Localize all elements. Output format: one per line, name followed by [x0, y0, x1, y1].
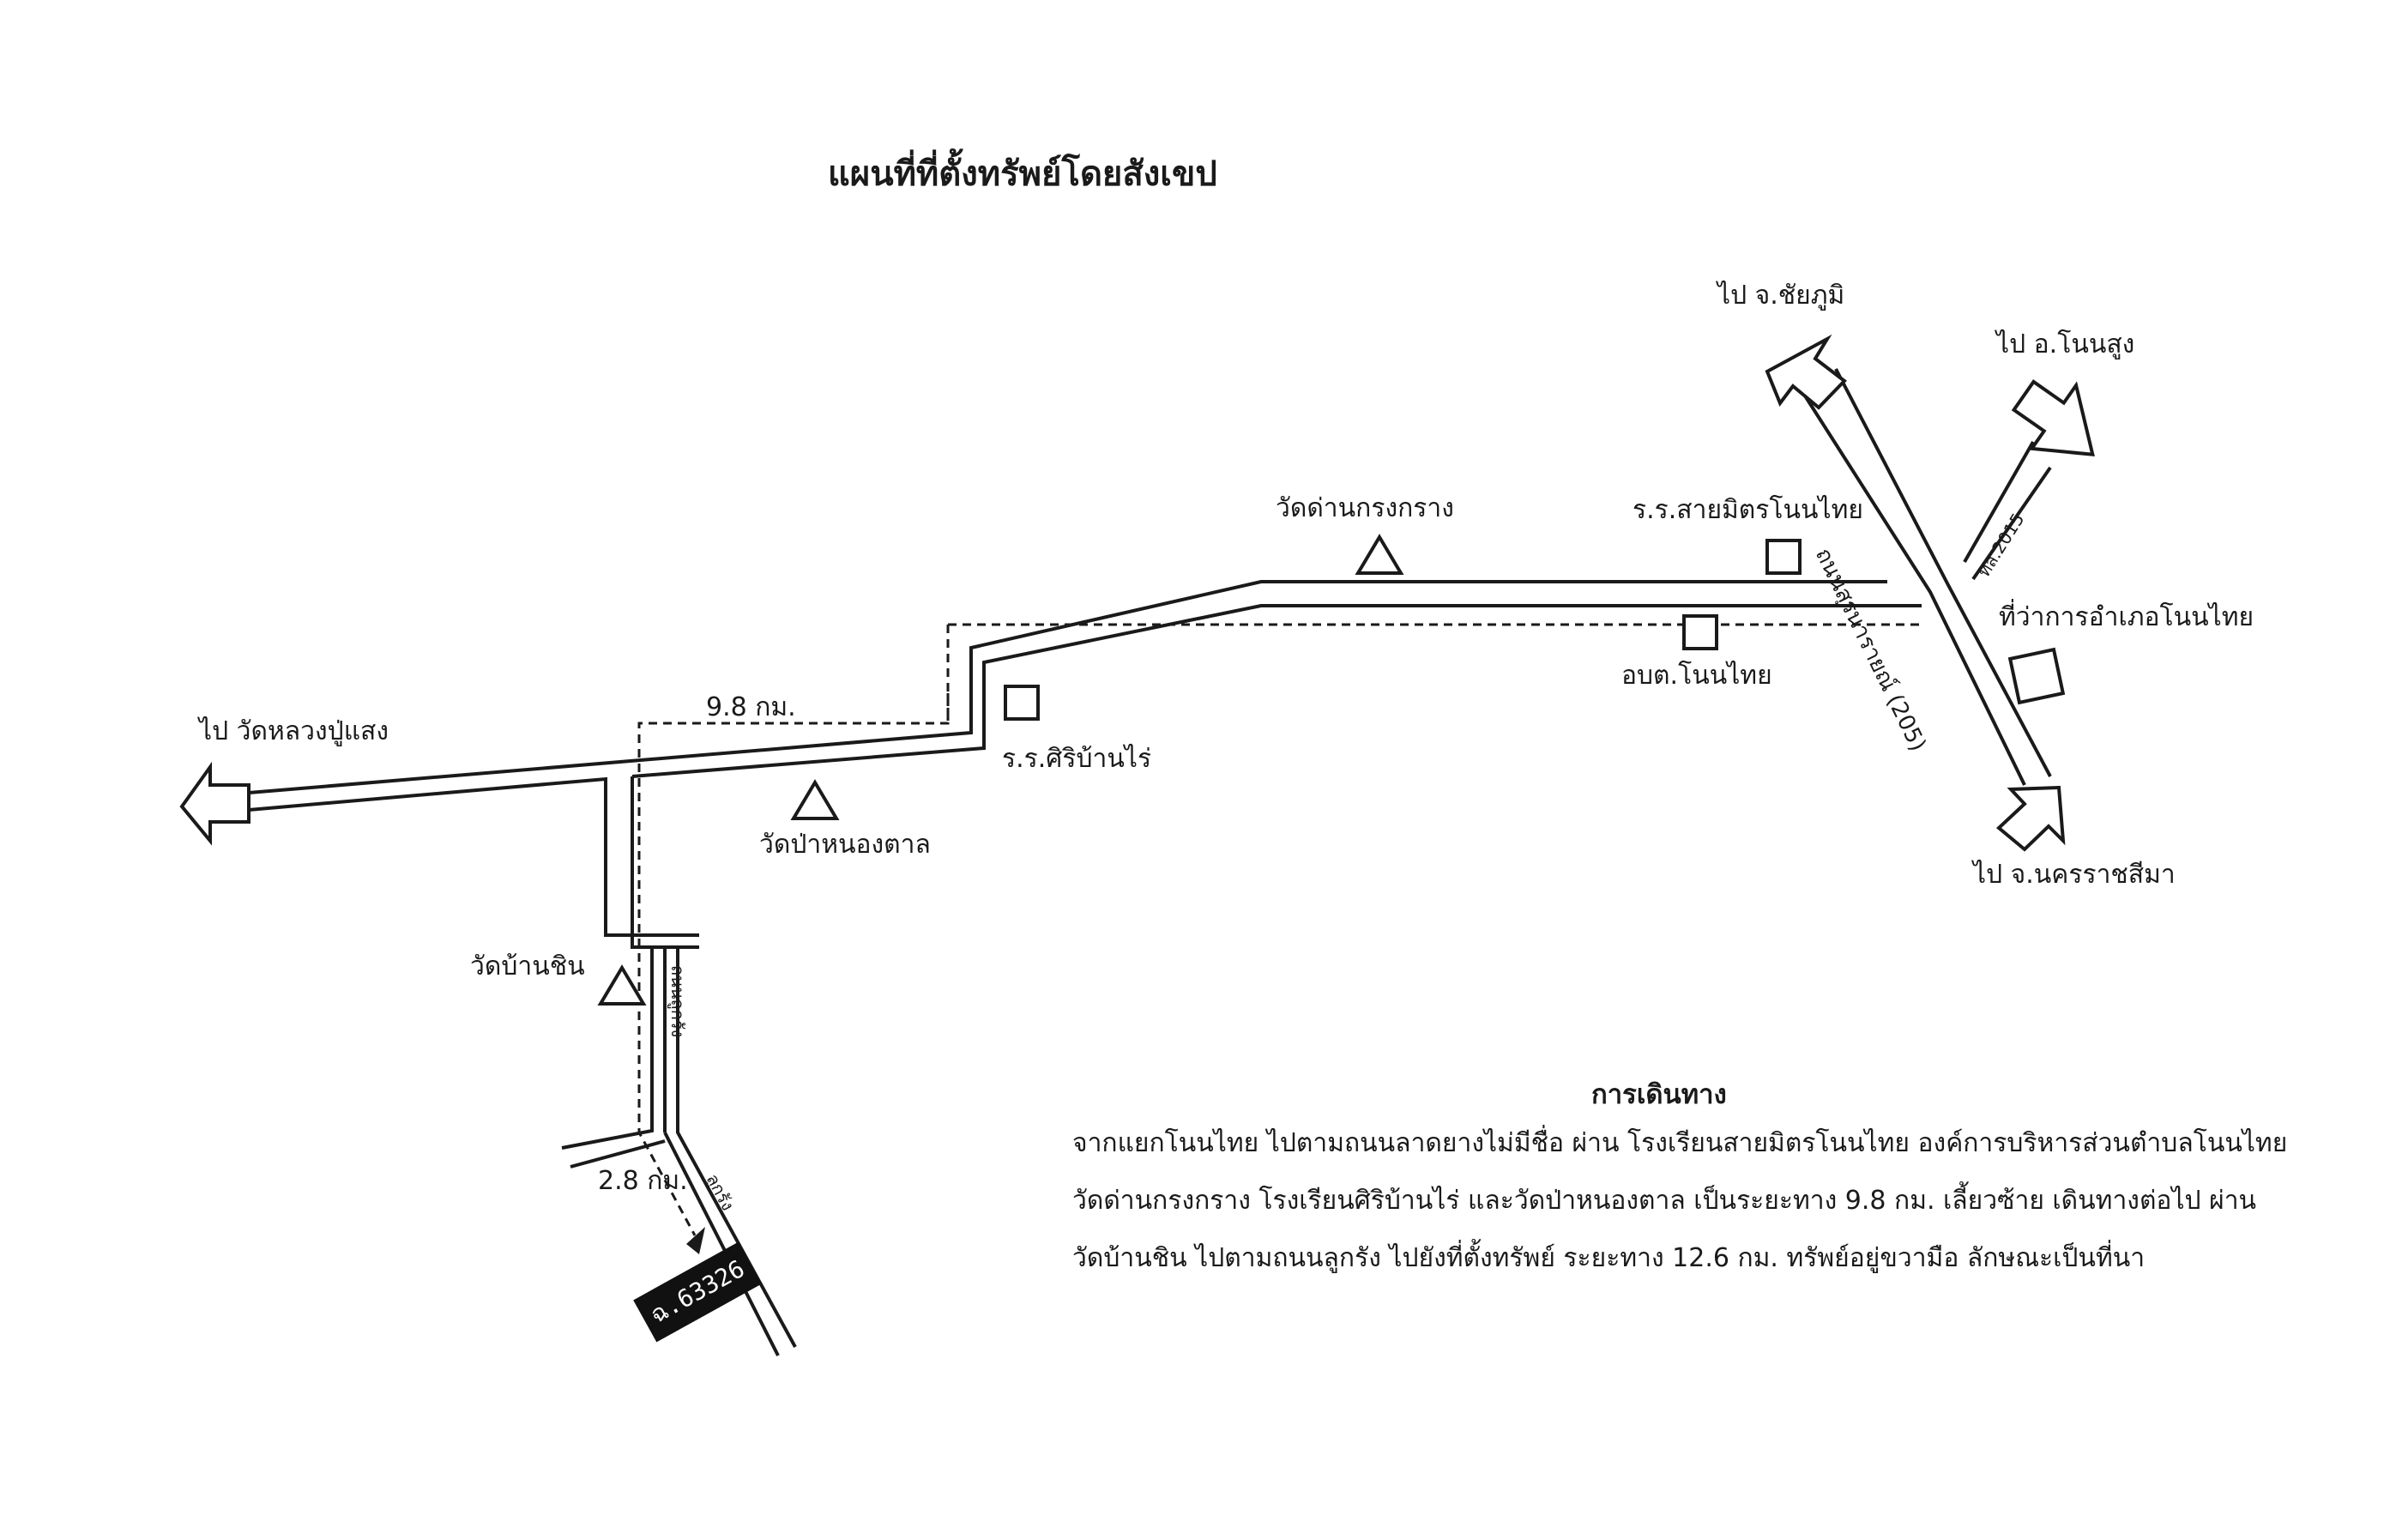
main-road-lower: [248, 776, 699, 937]
temple-icon-panongtan: [790, 779, 840, 820]
dest-nakhonratchasima: ไป จ.นครราชสีมา: [1973, 860, 2176, 890]
label-school-siri: ร.ร.ศิริบ้านไร่: [1002, 744, 1152, 774]
temple-icon-bansin: [597, 964, 647, 1006]
route-2015-road: [1963, 441, 2035, 563]
page-title: แผนที่ที่ตั้งทรัพย์โดยสังเขป: [828, 154, 1217, 194]
main-road-lower-2: [631, 604, 1922, 778]
label-district-office: ที่ว่าการอำเภอโนนไทย: [1999, 602, 2254, 632]
arrow-se-icon: [1995, 785, 2066, 852]
school-icon-saimit: [1765, 539, 1802, 575]
main-road-upper: [248, 580, 1887, 794]
suranarai-road-b: [1834, 368, 2052, 777]
label-obt-nonthai: อบต.โนนไทย: [1621, 661, 1772, 691]
road-junction-right: [663, 1132, 780, 1356]
office-icon-obt: [1682, 614, 1718, 650]
road-label-lukrung: ถนนลูกรัง: [667, 965, 688, 1038]
label-wat-dankrongkrang: วัดด่านกรงกราง: [1276, 493, 1454, 523]
office-icon-district: [2007, 647, 2066, 705]
arrow-ne-icon: [2011, 379, 2095, 457]
arrow-nw-icon: [1765, 334, 1847, 410]
distance-label-1: 9.8 กม.: [706, 692, 796, 722]
dest-nonsung: ไป อ.โนนสูง: [1996, 329, 2135, 359]
directions-line-3: วัดบ้านชิน ไปตามถนนลูกรัง ไปยังที่ตั้งทร…: [1072, 1243, 2146, 1273]
label-school-saimit: ร.ร.สายมิตรโนนไทย: [1633, 495, 1863, 525]
dest-chaiyaphum: ไป จ.ชัยภูมิ: [1717, 281, 1845, 311]
arrow-left-icon: [179, 761, 250, 846]
suranarai-road-a: [1800, 389, 2026, 786]
route-dashed-line: [637, 693, 950, 1236]
label-wat-panongtan: วัดป่าหนองตาล: [759, 830, 931, 860]
school-icon-siri: [1004, 685, 1040, 721]
route-2015-road-b: [1971, 466, 2052, 581]
label-wat-bansin: วัดบ้านชิน: [470, 951, 585, 981]
main-road-left-branch: [631, 776, 699, 949]
lukrung-road-left: [561, 947, 654, 1150]
directions-heading: การเดินทาง: [1591, 1079, 1727, 1110]
dest-luangpusaeng: ไป วัดหลวงปู่แสง: [199, 716, 389, 746]
temple-icon-dankrongkrang: [1355, 534, 1404, 575]
road-junction-left: [570, 1139, 666, 1169]
directions-line-2: วัดด่านกรงกราง โรงเรียนศิริบ้านไร่ และวั…: [1072, 1186, 2257, 1216]
directions-line-1: จากแยกโนนไทย ไปตามถนนลาดยางไม่มีชื่อ ผ่า…: [1072, 1128, 2288, 1158]
distance-label-2: 2.8 กม.: [598, 1166, 688, 1196]
route-arrowhead: [686, 1227, 705, 1254]
